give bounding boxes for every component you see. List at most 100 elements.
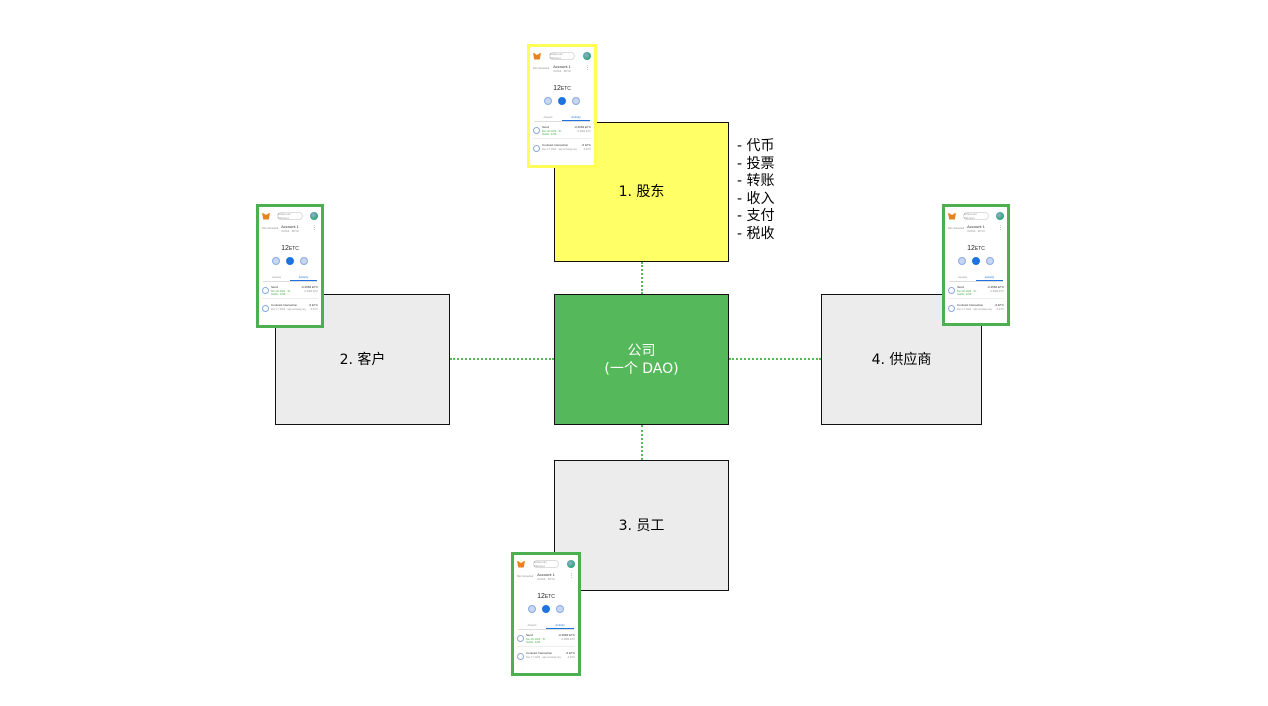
tx-amount-sub: -0.4684 ETC <box>576 129 591 133</box>
tx-sub: Dec 17 2023 · app.uniswap.org <box>271 307 306 311</box>
buy-button[interactable] <box>958 257 966 265</box>
tx-sub: Dec 17 2023 · app.uniswap.org <box>526 655 561 659</box>
connector-company-employee <box>641 425 643 460</box>
tx-amount-sub: -6 ETC <box>567 655 575 659</box>
wallet-mockup-shareholder: Ethereum Mainnet Not connected Account 1… <box>527 44 597 168</box>
buy-button[interactable] <box>272 257 280 265</box>
tx-title: Send <box>271 285 279 289</box>
menu-icon[interactable]: ⋮ <box>998 225 1003 231</box>
account-avatar-icon[interactable] <box>310 212 318 220</box>
wallet-tabs: Assets Activity <box>534 115 590 122</box>
node-shareholder-label: 1. 股东 <box>618 184 665 200</box>
account-name[interactable]: Account 1 0x2b4...B7c0 <box>530 64 594 73</box>
tx-amount-sub: -6 ETC <box>996 307 1004 311</box>
menu-icon[interactable]: ⋮ <box>569 573 574 579</box>
connection-status: Not connected <box>948 227 965 230</box>
divider <box>517 646 575 647</box>
tx-sub: Dec 20 2023 · To: 0xab9...2c56 <box>271 289 291 297</box>
send-tx-icon <box>262 287 269 294</box>
tx-sub: Dec 17 2023 · app.uniswap.org <box>957 307 992 311</box>
tab-activity[interactable]: Activity <box>562 115 590 121</box>
menu-icon[interactable]: ⋮ <box>312 225 317 231</box>
menu-icon[interactable]: ⋮ <box>585 65 590 71</box>
wallet-mockup-employee: Ethereum Mainnet Not connected Account 1… <box>511 552 581 676</box>
tx-amount: -0.4684 ETC <box>573 125 591 129</box>
balance-value: 12 <box>281 245 289 252</box>
balance-unit: ETC <box>974 246 985 252</box>
send-tx-icon <box>517 635 524 642</box>
node-employee-label: 3. 员工 <box>618 517 665 534</box>
connector-shareholder-company <box>641 262 643 294</box>
network-selector[interactable]: Ethereum Mainnet <box>533 560 559 568</box>
contract-tx-icon <box>517 653 524 660</box>
contract-tx-icon <box>262 305 269 312</box>
account-name[interactable]: Account 1 0x2b4...B7c0 <box>514 572 578 581</box>
account-address: 0x2b4...B7c0 <box>281 229 299 233</box>
action-buttons <box>259 257 321 265</box>
account-label: Account 1 <box>553 64 571 69</box>
tx-amount: -6 ETC <box>308 303 318 307</box>
account-avatar-icon[interactable] <box>583 52 591 60</box>
tab-assets[interactable]: Assets <box>957 275 967 279</box>
tx-amount-sub: -0.4684 ETC <box>560 637 575 641</box>
tab-activity[interactable]: Activity <box>546 623 574 629</box>
account-name[interactable]: Account 1 0x2b4...B7c0 <box>945 224 1007 233</box>
wallet-mockup-supplier: Ethereum Mainnet Not connected Account 1… <box>942 204 1010 326</box>
tx-amount: -0.4684 ETC <box>986 285 1004 289</box>
contract-tx-icon <box>533 145 540 152</box>
connection-status: Not connected <box>533 67 550 70</box>
tx-title: Send <box>957 285 965 289</box>
buy-button[interactable] <box>528 605 536 613</box>
send-button[interactable] <box>286 257 294 265</box>
account-name[interactable]: Account 1 0x2b4...B7c0 <box>259 224 321 233</box>
balance-value: 12 <box>537 593 545 600</box>
send-button[interactable] <box>972 257 980 265</box>
balance-unit: ETC <box>544 594 555 600</box>
wallet-tabs: Assets Activity <box>263 275 317 282</box>
account-label: Account 1 <box>281 224 299 229</box>
tx-amount: -6 ETC <box>581 143 591 147</box>
feature-item: - 转账 <box>737 173 775 189</box>
account-avatar-icon[interactable] <box>567 560 575 568</box>
balance-unit: ETC <box>288 246 299 252</box>
tab-activity[interactable]: Activity <box>976 275 1003 281</box>
connection-status: Not connected <box>262 227 279 230</box>
tx-title: Contract Interaction <box>271 303 298 307</box>
balance-value: 12 <box>553 85 561 92</box>
swap-button[interactable] <box>572 97 580 105</box>
balance-unit: ETC <box>560 86 571 92</box>
network-selector[interactable]: Ethereum Mainnet <box>277 212 303 220</box>
wallet-header: Ethereum Mainnet <box>948 210 1004 222</box>
metamask-fox-icon <box>517 560 525 568</box>
wallet-tabs: Assets Activity <box>518 623 574 630</box>
network-selector[interactable]: Ethereum Mainnet <box>549 52 575 60</box>
network-selector[interactable]: Ethereum Mainnet <box>963 212 989 220</box>
swap-button[interactable] <box>986 257 994 265</box>
buy-button[interactable] <box>544 97 552 105</box>
swap-button[interactable] <box>300 257 308 265</box>
send-button[interactable] <box>558 97 566 105</box>
account-avatar-icon[interactable] <box>996 212 1004 220</box>
tab-assets[interactable]: Assets <box>527 623 537 627</box>
tab-activity[interactable]: Activity <box>290 275 317 281</box>
tx-title: Contract Interaction <box>526 651 553 655</box>
account-label: Account 1 <box>967 224 985 229</box>
send-tx-icon <box>533 127 540 134</box>
send-button[interactable] <box>542 605 550 613</box>
divider <box>262 298 318 299</box>
action-buttons <box>530 97 594 105</box>
tx-title: Contract Interaction <box>542 143 569 147</box>
swap-button[interactable] <box>556 605 564 613</box>
tx-amount-sub: -0.4684 ETC <box>303 289 318 293</box>
tab-assets[interactable]: Assets <box>271 275 281 279</box>
tab-assets[interactable]: Assets <box>543 115 553 119</box>
divider <box>533 138 591 139</box>
